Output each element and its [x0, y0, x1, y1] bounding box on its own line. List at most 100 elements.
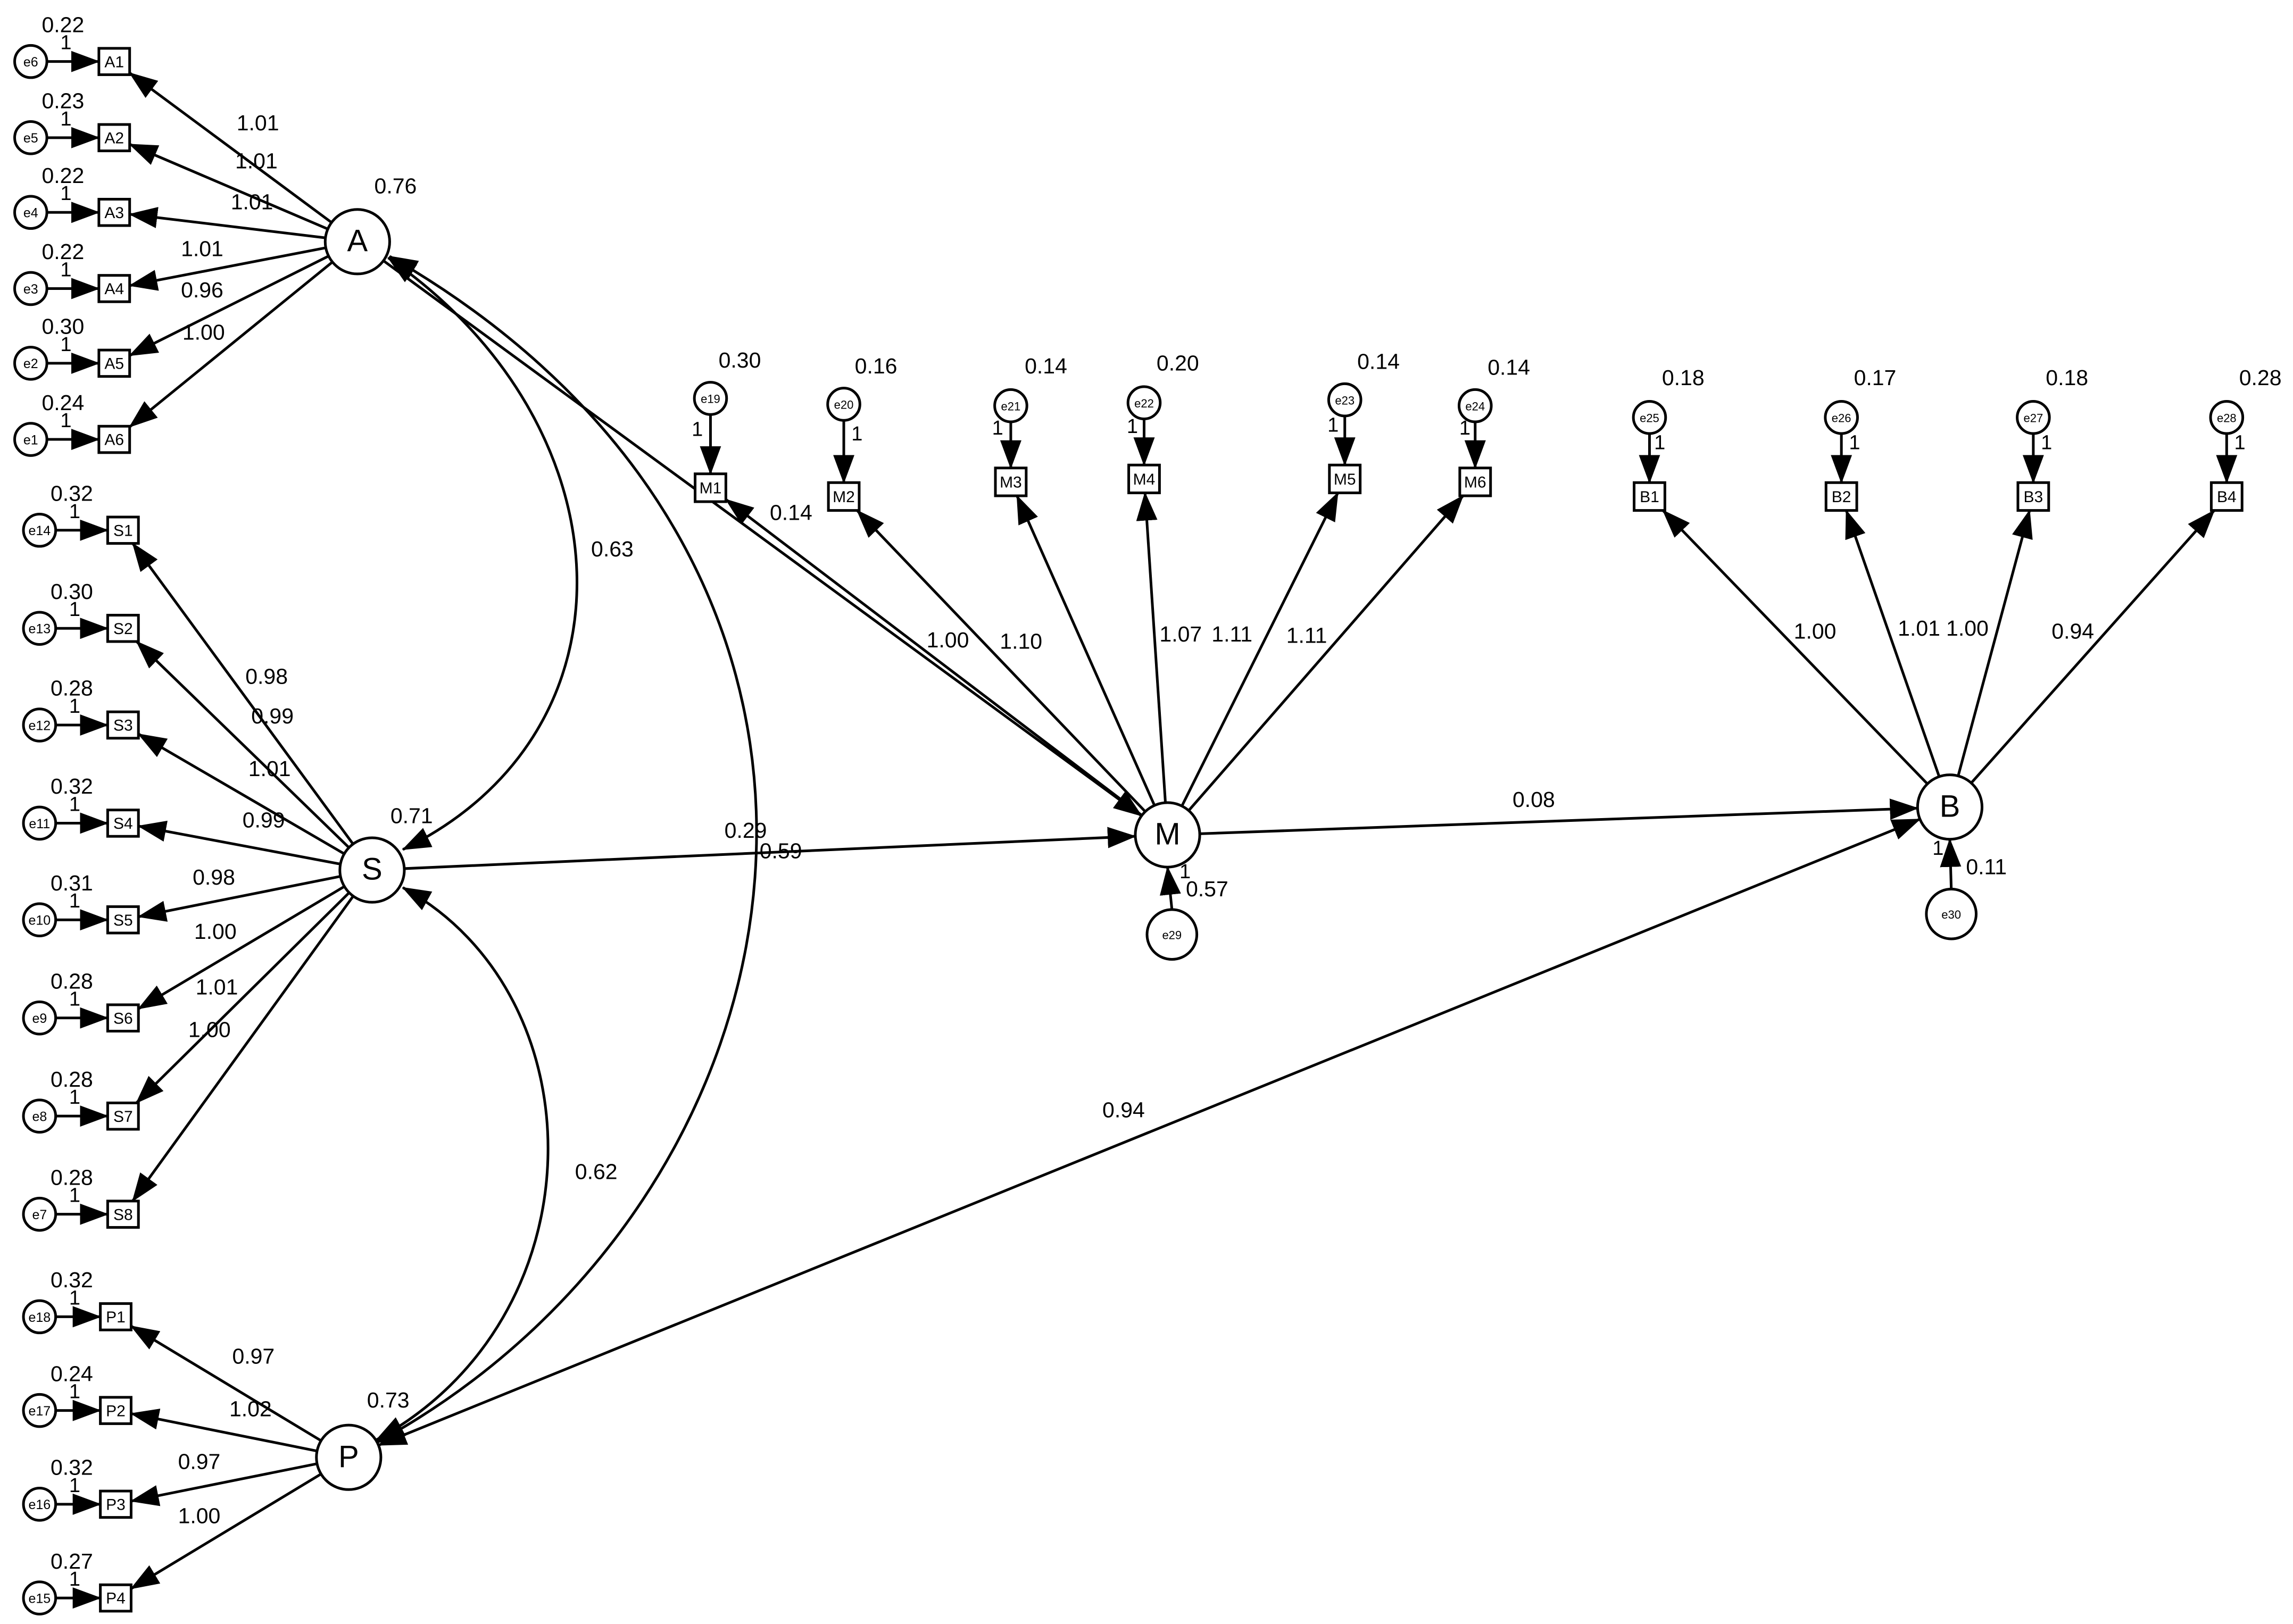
- error-variance-e4: 0.22: [41, 163, 84, 188]
- indicator-label-P1: P1: [106, 1309, 126, 1326]
- latent-P: [315, 1423, 383, 1491]
- loading-label-S7: 1.01: [196, 975, 238, 999]
- indicator-A4: [97, 274, 131, 303]
- structural-label-S-M: 0.59: [760, 838, 802, 863]
- error-variance-e28: 0.28: [2239, 365, 2282, 390]
- loading-label-B1: 1.00: [1794, 619, 1837, 643]
- error-variance-e13: 0.30: [51, 579, 93, 604]
- fixed-weight-e23: 1: [1327, 414, 1339, 436]
- disturbance-path-M: [1159, 866, 1181, 910]
- error-variance-e3: 0.22: [41, 239, 84, 264]
- fixed-weight-e1: 1: [60, 410, 71, 432]
- indicator-label-M6: M6: [1464, 474, 1486, 492]
- error-e24: [1457, 388, 1493, 423]
- loading-path-A5: [128, 255, 329, 357]
- loading-path-M5: [1181, 492, 1339, 807]
- fixed-weight-e12: 1: [69, 695, 80, 718]
- fixed-weight-e13: 1: [69, 598, 80, 621]
- fixed-weight-e22: 1: [1127, 415, 1138, 438]
- loading-path-S7: [135, 892, 351, 1104]
- loading-label-B2: 1.01: [1898, 616, 1940, 640]
- error-e2: [13, 346, 48, 381]
- indicator-S4: [106, 809, 140, 838]
- loading-label-S2: 0.99: [251, 704, 294, 728]
- fixed-weight-e18: 1: [69, 1287, 80, 1309]
- fixed-weight-e20: 1: [851, 423, 862, 445]
- loading-label-P4: 1.00: [178, 1503, 221, 1528]
- fixed-weight-e10: 1: [69, 890, 80, 912]
- latent-label-P: P: [338, 1439, 359, 1474]
- loading-path-B1: [1661, 509, 1929, 785]
- indicator-label-M1: M1: [700, 480, 722, 497]
- error-label-e15: e15: [28, 1591, 51, 1606]
- indicator-label-B1: B1: [1640, 488, 1659, 506]
- loading-label-M3: 1.07: [1159, 622, 1202, 646]
- error-variance-e19: 0.30: [719, 348, 761, 372]
- loading-label-S5: 0.98: [193, 865, 235, 889]
- loading-label-M1: 1.00: [927, 628, 969, 652]
- covariance-A-S: [387, 256, 578, 851]
- indicator-label-S8: S8: [113, 1206, 133, 1223]
- indicator-label-B3: B3: [2024, 488, 2043, 506]
- loading-path-A2: [128, 143, 329, 230]
- indicator-A3: [97, 197, 131, 227]
- indicator-B3: [2016, 481, 2050, 512]
- fixed-weight-e8: 1: [69, 1086, 80, 1109]
- loading-label-S1: 0.98: [245, 664, 288, 689]
- indicator-M5: [1328, 463, 1362, 495]
- loading-path-S1: [131, 542, 354, 845]
- indicator-S2: [106, 613, 140, 643]
- error-variance-e6: 0.22: [41, 12, 84, 37]
- covariance-label-P-B: 0.94: [1102, 1098, 1145, 1122]
- indicator-label-M2: M2: [833, 488, 855, 506]
- indicator-label-A6: A6: [104, 431, 124, 449]
- error-e26: [1824, 399, 1859, 435]
- disturbance-e29: [1145, 908, 1199, 961]
- indicator-label-S6: S6: [113, 1010, 133, 1027]
- loading-path-B4: [1970, 509, 2215, 784]
- fixed-weight-e21: 1: [992, 417, 1003, 439]
- disturbance-variance-e30: 0.11: [1966, 855, 2007, 879]
- loading-path-S3: [137, 732, 345, 855]
- loading-label-B3: 1.00: [1946, 616, 1989, 640]
- error-label-e1: e1: [23, 432, 38, 447]
- error-label-e26: e26: [1832, 411, 1851, 424]
- error-e9: [22, 1000, 57, 1036]
- error-variance-e12: 0.28: [51, 676, 93, 701]
- loading-label-M5: 1.11: [1286, 623, 1327, 648]
- loading-label-P3: 0.97: [178, 1450, 221, 1474]
- loading-path-A6: [129, 261, 334, 428]
- error-variance-e11: 0.32: [51, 774, 93, 798]
- indicator-S5: [106, 905, 140, 935]
- fixed-weight-e15: 1: [69, 1568, 80, 1590]
- variance-S: 0.71: [391, 803, 433, 828]
- error-e16: [22, 1487, 57, 1522]
- structural-label-M-B: 0.08: [1513, 787, 1555, 812]
- indicator-S1: [106, 515, 140, 545]
- structural-path-M-B: [1199, 798, 1919, 835]
- loading-label-M2: 1.10: [1000, 629, 1042, 654]
- indicator-A2: [97, 123, 131, 153]
- error-label-e18: e18: [28, 1310, 51, 1325]
- loading-label-M4: 1.11: [1211, 622, 1252, 646]
- indicator-P2: [99, 1396, 132, 1425]
- error-e27: [2016, 399, 2051, 435]
- latent-B: [1916, 773, 1983, 841]
- loading-path-A4: [128, 246, 326, 291]
- fixed-weight-e17: 1: [69, 1381, 80, 1403]
- loading-label-S3: 1.01: [248, 756, 291, 781]
- loading-label-A4: 1.01: [181, 237, 223, 261]
- loading-path-P2: [130, 1409, 318, 1453]
- fixed-weight-e5: 1: [60, 108, 71, 130]
- loading-path-M1: [725, 498, 1143, 817]
- fixed-weight-e24: 1: [1459, 417, 1470, 439]
- error-e21: [993, 388, 1028, 423]
- error-e10: [22, 902, 57, 937]
- loading-path-S2: [136, 640, 350, 849]
- loading-path-S8: [131, 895, 354, 1202]
- error-label-e8: e8: [32, 1110, 47, 1125]
- fixed-weight-e26: 1: [1849, 431, 1860, 454]
- indicator-label-A4: A4: [104, 280, 124, 298]
- disturbance-label-e29: e29: [1162, 928, 1182, 942]
- loading-path-S6: [137, 885, 345, 1010]
